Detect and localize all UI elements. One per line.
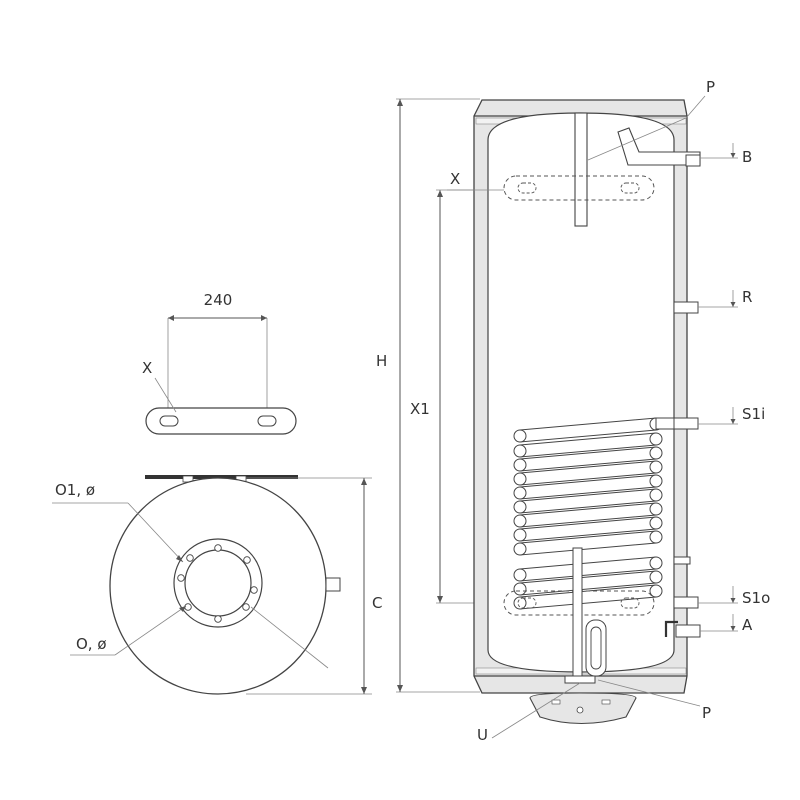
- coil-turn-left: [513, 596, 527, 610]
- o-diameter-line: [250, 606, 329, 669]
- bolt-hole: [184, 603, 192, 611]
- bolt-hole: [214, 544, 222, 552]
- coil-turn-left: [513, 582, 527, 596]
- bottom-cover: [529, 692, 637, 725]
- s1i-connector: [673, 417, 699, 430]
- r-arrow: [730, 302, 736, 307]
- bottom-flange-slot-right: [620, 597, 640, 609]
- b-label: B: [742, 148, 752, 166]
- bolt-hole: [214, 615, 222, 623]
- coil-turn-left: [513, 429, 527, 443]
- flange-inner-opening: [184, 549, 252, 617]
- coil-turn-left: [513, 472, 527, 486]
- bolt-hole: [242, 603, 250, 611]
- o-arrow: [179, 606, 186, 612]
- plate-slot-right: [257, 415, 277, 427]
- coil-turn-right: [649, 584, 663, 598]
- coil-inlet-stub: [655, 417, 675, 430]
- bolt-hole: [243, 556, 251, 564]
- b-connector: [685, 154, 701, 167]
- x1-label: X1: [410, 400, 430, 418]
- b-arrow: [730, 153, 736, 158]
- coil-turn-left: [513, 500, 527, 514]
- x-tank-label: X: [450, 170, 460, 188]
- coil-turn-right: [649, 516, 663, 530]
- top-flange-slot-left: [517, 182, 537, 194]
- r-label: R: [742, 288, 752, 306]
- coil-turn-right: [649, 432, 663, 446]
- s1i-arrow: [730, 419, 736, 424]
- coil-turn-left: [513, 458, 527, 472]
- u-label: U: [477, 726, 488, 744]
- a-arrow: [730, 626, 736, 631]
- cover-vent-left: [551, 699, 561, 705]
- coil-turn-left: [513, 444, 527, 458]
- bottom-flange-slot-left: [517, 597, 537, 609]
- coil-turn-left: [513, 514, 527, 528]
- heating-element-inner: [590, 626, 602, 670]
- coil-turn-right: [649, 460, 663, 474]
- c-label: C: [372, 594, 382, 612]
- p-top-leader-b: [685, 95, 706, 119]
- s1o-label: S1o: [742, 589, 770, 607]
- h-label: H: [376, 352, 387, 370]
- heat-exchanger-coil: [513, 417, 675, 610]
- plate-slot-left: [159, 415, 179, 427]
- dim-240-label: 240: [204, 291, 233, 309]
- tank-side-view: H X1 X P B: [376, 78, 770, 744]
- coil-turn-right: [649, 570, 663, 584]
- p-top-leader-a: [587, 117, 687, 161]
- coil-turn-right: [649, 446, 663, 460]
- bottom-rod: [572, 547, 583, 677]
- s1i-label: S1i: [742, 405, 765, 423]
- x-plate-label: X: [142, 359, 152, 377]
- bolt-hole: [177, 574, 185, 582]
- bolt-hole: [250, 586, 258, 594]
- x-plate-leader: [154, 377, 177, 413]
- a-label: A: [742, 616, 753, 634]
- side-connector: [325, 577, 341, 592]
- coil-turn-right: [649, 474, 663, 488]
- coil-turn-right: [649, 488, 663, 502]
- p-top-label: P: [706, 78, 715, 96]
- s1o-connector: [673, 596, 699, 609]
- r-connector: [673, 301, 699, 314]
- flange-plate: [145, 407, 297, 435]
- cover-screw: [576, 706, 584, 714]
- o1-label: O1, ø: [55, 481, 95, 499]
- flange-plate-view: 240 X: [142, 291, 297, 435]
- coil-turn-left: [513, 486, 527, 500]
- o-leader: [114, 605, 187, 656]
- coil-turn-left: [513, 542, 527, 556]
- coil-turn-left: [513, 568, 527, 582]
- p-bottom-label: P: [702, 704, 711, 722]
- coil-turn-right: [649, 502, 663, 516]
- top-flange-slot-right: [620, 182, 640, 194]
- cover-vent-right: [601, 699, 611, 705]
- element-base: [564, 675, 596, 684]
- o1-leader: [127, 502, 184, 563]
- coil-turn-left: [513, 528, 527, 542]
- s1o-arrow: [730, 598, 736, 603]
- sensor-pocket: [673, 556, 691, 565]
- top-flange-dashed: [503, 175, 655, 201]
- coil-turn-right: [649, 530, 663, 544]
- o-label: O, ø: [76, 635, 107, 653]
- a-inlet-bend: [664, 620, 678, 637]
- tank-top-view: O1, ø O, ø C: [52, 475, 382, 695]
- bolt-hole: [186, 554, 194, 562]
- coil-turn-right: [649, 556, 663, 570]
- top-rod: [574, 112, 588, 227]
- p-bottom-leader: [597, 679, 701, 707]
- o1-arrow: [176, 555, 183, 562]
- a-connector: [675, 624, 701, 638]
- u-leader: [491, 682, 581, 739]
